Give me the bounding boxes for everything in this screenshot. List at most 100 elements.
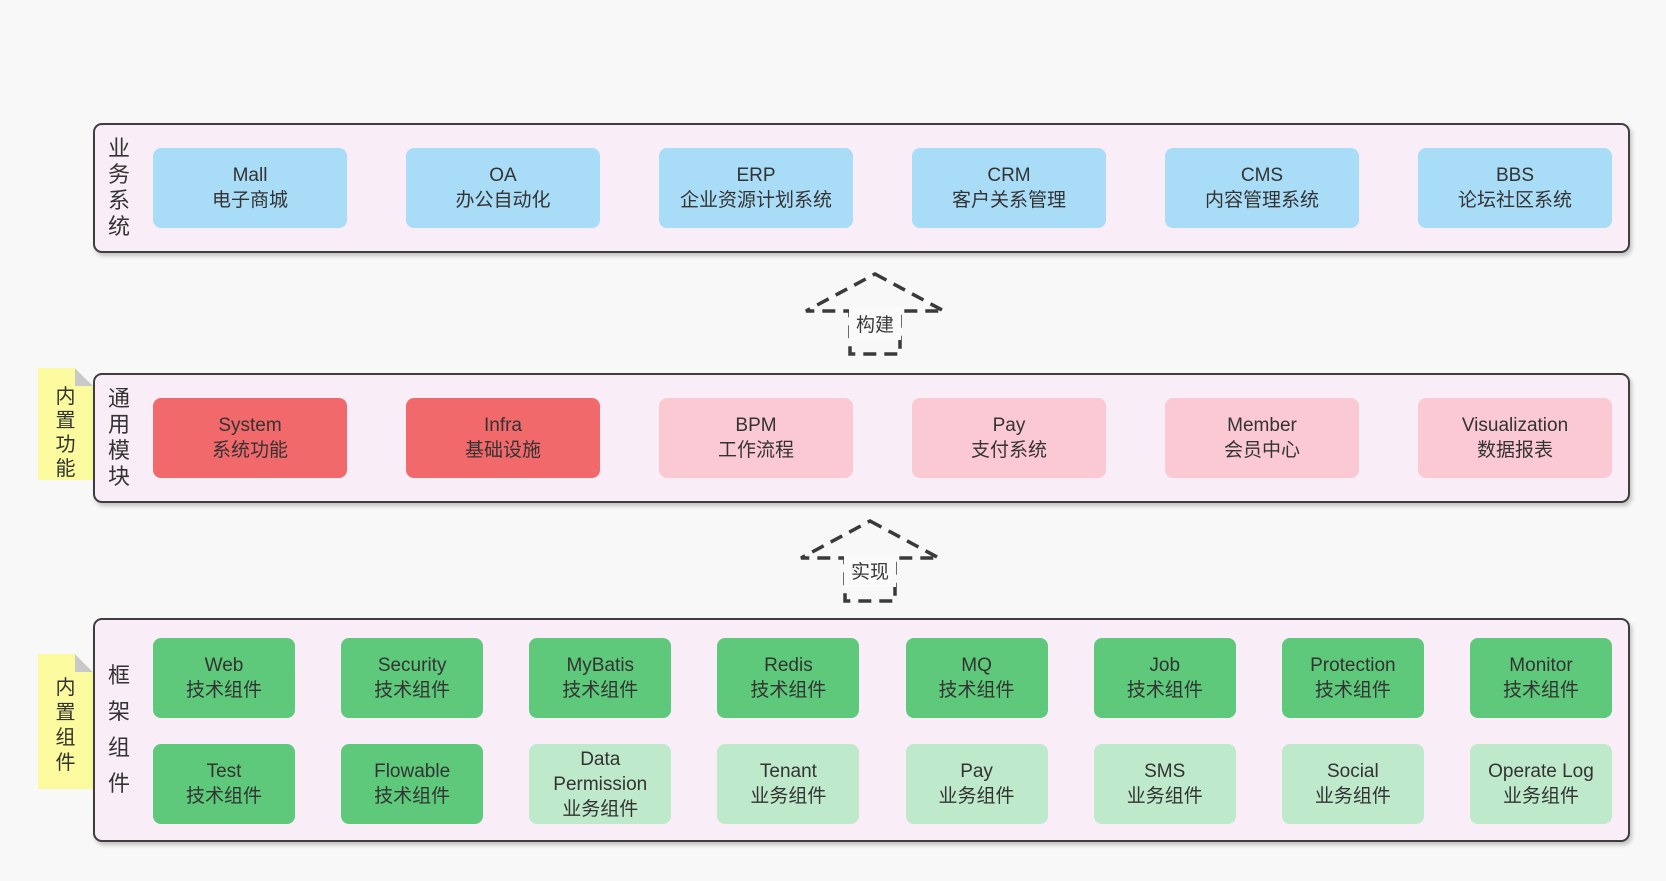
- box-subtitle: 技术组件: [185, 786, 262, 807]
- side-label-modules: 通用模块: [107, 386, 130, 489]
- box-mybatis: MyBatis 技术组件: [529, 638, 672, 718]
- sticky-note-built-in-components: 内置组件: [38, 654, 93, 789]
- box-subtitle: 系统功能: [211, 440, 288, 461]
- side-label-business: 业务系统: [107, 136, 130, 239]
- box-subtitle: 办公自动化: [455, 190, 551, 211]
- box-title: Operate Log: [1488, 761, 1594, 782]
- box-title: Tenant: [759, 761, 817, 782]
- box-subtitle: 企业资源计划系统: [679, 190, 832, 211]
- sticky-note-built-in-features: 内置功能: [38, 368, 93, 480]
- box-title: Member: [1227, 415, 1297, 436]
- box-subtitle: 基础设施: [464, 440, 541, 461]
- box-visualization: Visualization 数据报表: [1418, 398, 1612, 478]
- arrow-up-build: 构建: [803, 271, 947, 357]
- components-row-2: Test 技术组件 Flowable 技术组件 Data Permission …: [153, 744, 1612, 824]
- box-erp: ERP 企业资源计划系统: [659, 148, 853, 228]
- box-title: Pay: [992, 415, 1026, 436]
- box-subtitle: 会员中心: [1223, 440, 1300, 461]
- panel-framework-components: 框架组件 Web 技术组件 Security 技术组件 MyBatis 技术组件…: [93, 618, 1630, 842]
- box-title: System: [218, 415, 282, 436]
- box-social: Social 业务组件: [1281, 744, 1424, 824]
- box-title: Social: [1326, 761, 1379, 782]
- box-title: Web: [204, 655, 244, 676]
- modules-boxes-row: System 系统功能 Infra 基础设施 BPM 工作流程 Pay 支付系统…: [153, 398, 1612, 478]
- box-subtitle: 论坛社区系统: [1457, 190, 1572, 211]
- box-system: System 系统功能: [153, 398, 347, 478]
- box-title: Data Permission: [553, 748, 648, 795]
- box-title: CRM: [987, 165, 1031, 186]
- box-member: Member 会员中心: [1165, 398, 1359, 478]
- box-subtitle: 技术组件: [374, 680, 451, 701]
- panel-business-systems: 业务系统 Mall 电子商城 OA 办公自动化 ERP 企业资源计划系统 CRM…: [93, 123, 1630, 253]
- box-oa: OA 办公自动化: [406, 148, 600, 228]
- panel-common-modules: 通用模块 System 系统功能 Infra 基础设施 BPM 工作流程 Pay…: [93, 373, 1630, 503]
- box-title: Visualization: [1461, 415, 1569, 436]
- sticky-note-label: 内置功能: [55, 386, 76, 480]
- box-title: MQ: [961, 655, 992, 676]
- box-title: Mall: [232, 165, 268, 186]
- box-subtitle: 业务组件: [1314, 786, 1391, 807]
- box-title: Monitor: [1509, 655, 1573, 676]
- box-protection: Protection 技术组件: [1281, 638, 1424, 718]
- box-title: Security: [377, 655, 447, 676]
- box-crm: CRM 客户关系管理: [912, 148, 1106, 228]
- box-mall: Mall 电子商城: [153, 148, 347, 228]
- arrow-build-label: 构建: [848, 307, 902, 340]
- box-subtitle: 业务组件: [1502, 786, 1579, 807]
- box-web: Web 技术组件: [153, 638, 295, 718]
- box-subtitle: 客户关系管理: [951, 190, 1066, 211]
- box-subtitle: 业务组件: [562, 798, 639, 820]
- business-boxes-row: Mall 电子商城 OA 办公自动化 ERP 企业资源计划系统 CRM 客户关系…: [153, 148, 1612, 228]
- dashed-up-arrow-icon: [805, 272, 945, 356]
- box-operate-log: Operate Log 业务组件: [1469, 744, 1612, 824]
- arrow-up-implement: 实现: [798, 518, 942, 604]
- box-job: Job 技术组件: [1093, 638, 1236, 718]
- folded-corner-icon: [75, 654, 93, 672]
- box-cms: CMS 内容管理系统: [1165, 148, 1359, 228]
- sticky-note-label: 内置组件: [55, 677, 76, 774]
- box-subtitle: 技术组件: [374, 786, 451, 807]
- box-subtitle: 数据报表: [1476, 440, 1553, 461]
- box-security: Security 技术组件: [341, 638, 484, 718]
- box-data-permission: Data Permission 业务组件: [529, 744, 672, 824]
- box-title: Redis: [764, 655, 813, 676]
- box-subtitle: 技术组件: [750, 680, 827, 701]
- components-row-1: Web 技术组件 Security 技术组件 MyBatis 技术组件 Redi…: [153, 638, 1612, 718]
- box-title: Infra: [483, 415, 523, 436]
- box-title: CMS: [1240, 165, 1284, 186]
- box-title: Test: [206, 761, 242, 782]
- box-subtitle: 技术组件: [938, 680, 1015, 701]
- box-subtitle: 技术组件: [185, 680, 262, 701]
- box-title: Pay: [960, 761, 993, 782]
- box-title: BPM: [735, 415, 777, 436]
- box-title: OA: [489, 165, 517, 186]
- box-title: ERP: [736, 165, 776, 186]
- box-title: Protection: [1310, 655, 1396, 676]
- box-monitor: Monitor 技术组件: [1469, 638, 1612, 718]
- box-bpm: BPM 工作流程: [659, 398, 853, 478]
- box-title: BBS: [1495, 165, 1535, 186]
- box-title: Job: [1149, 655, 1181, 676]
- box-subtitle: 技术组件: [1502, 680, 1579, 701]
- box-title: SMS: [1144, 761, 1186, 782]
- folded-corner-icon: [75, 368, 93, 386]
- box-pay-system: Pay 支付系统: [912, 398, 1106, 478]
- box-title: Flowable: [374, 761, 451, 782]
- box-subtitle: 工作流程: [717, 440, 794, 461]
- box-subtitle: 技术组件: [1126, 680, 1203, 701]
- box-title: MyBatis: [566, 655, 635, 676]
- box-bbs: BBS 论坛社区系统: [1418, 148, 1612, 228]
- box-redis: Redis 技术组件: [717, 638, 860, 718]
- box-subtitle: 技术组件: [562, 680, 639, 701]
- box-subtitle: 内容管理系统: [1204, 190, 1319, 211]
- box-subtitle: 支付系统: [970, 440, 1047, 461]
- box-mq: MQ 技术组件: [905, 638, 1048, 718]
- dashed-up-arrow-icon: [800, 519, 940, 603]
- side-label-components: 框架组件: [107, 663, 130, 796]
- box-subtitle: 业务组件: [1126, 786, 1203, 807]
- box-subtitle: 业务组件: [750, 786, 827, 807]
- arrow-implement-label: 实现: [843, 554, 897, 587]
- box-subtitle: 技术组件: [1314, 680, 1391, 701]
- box-sms: SMS 业务组件: [1093, 744, 1236, 824]
- box-infra: Infra 基础设施: [406, 398, 600, 478]
